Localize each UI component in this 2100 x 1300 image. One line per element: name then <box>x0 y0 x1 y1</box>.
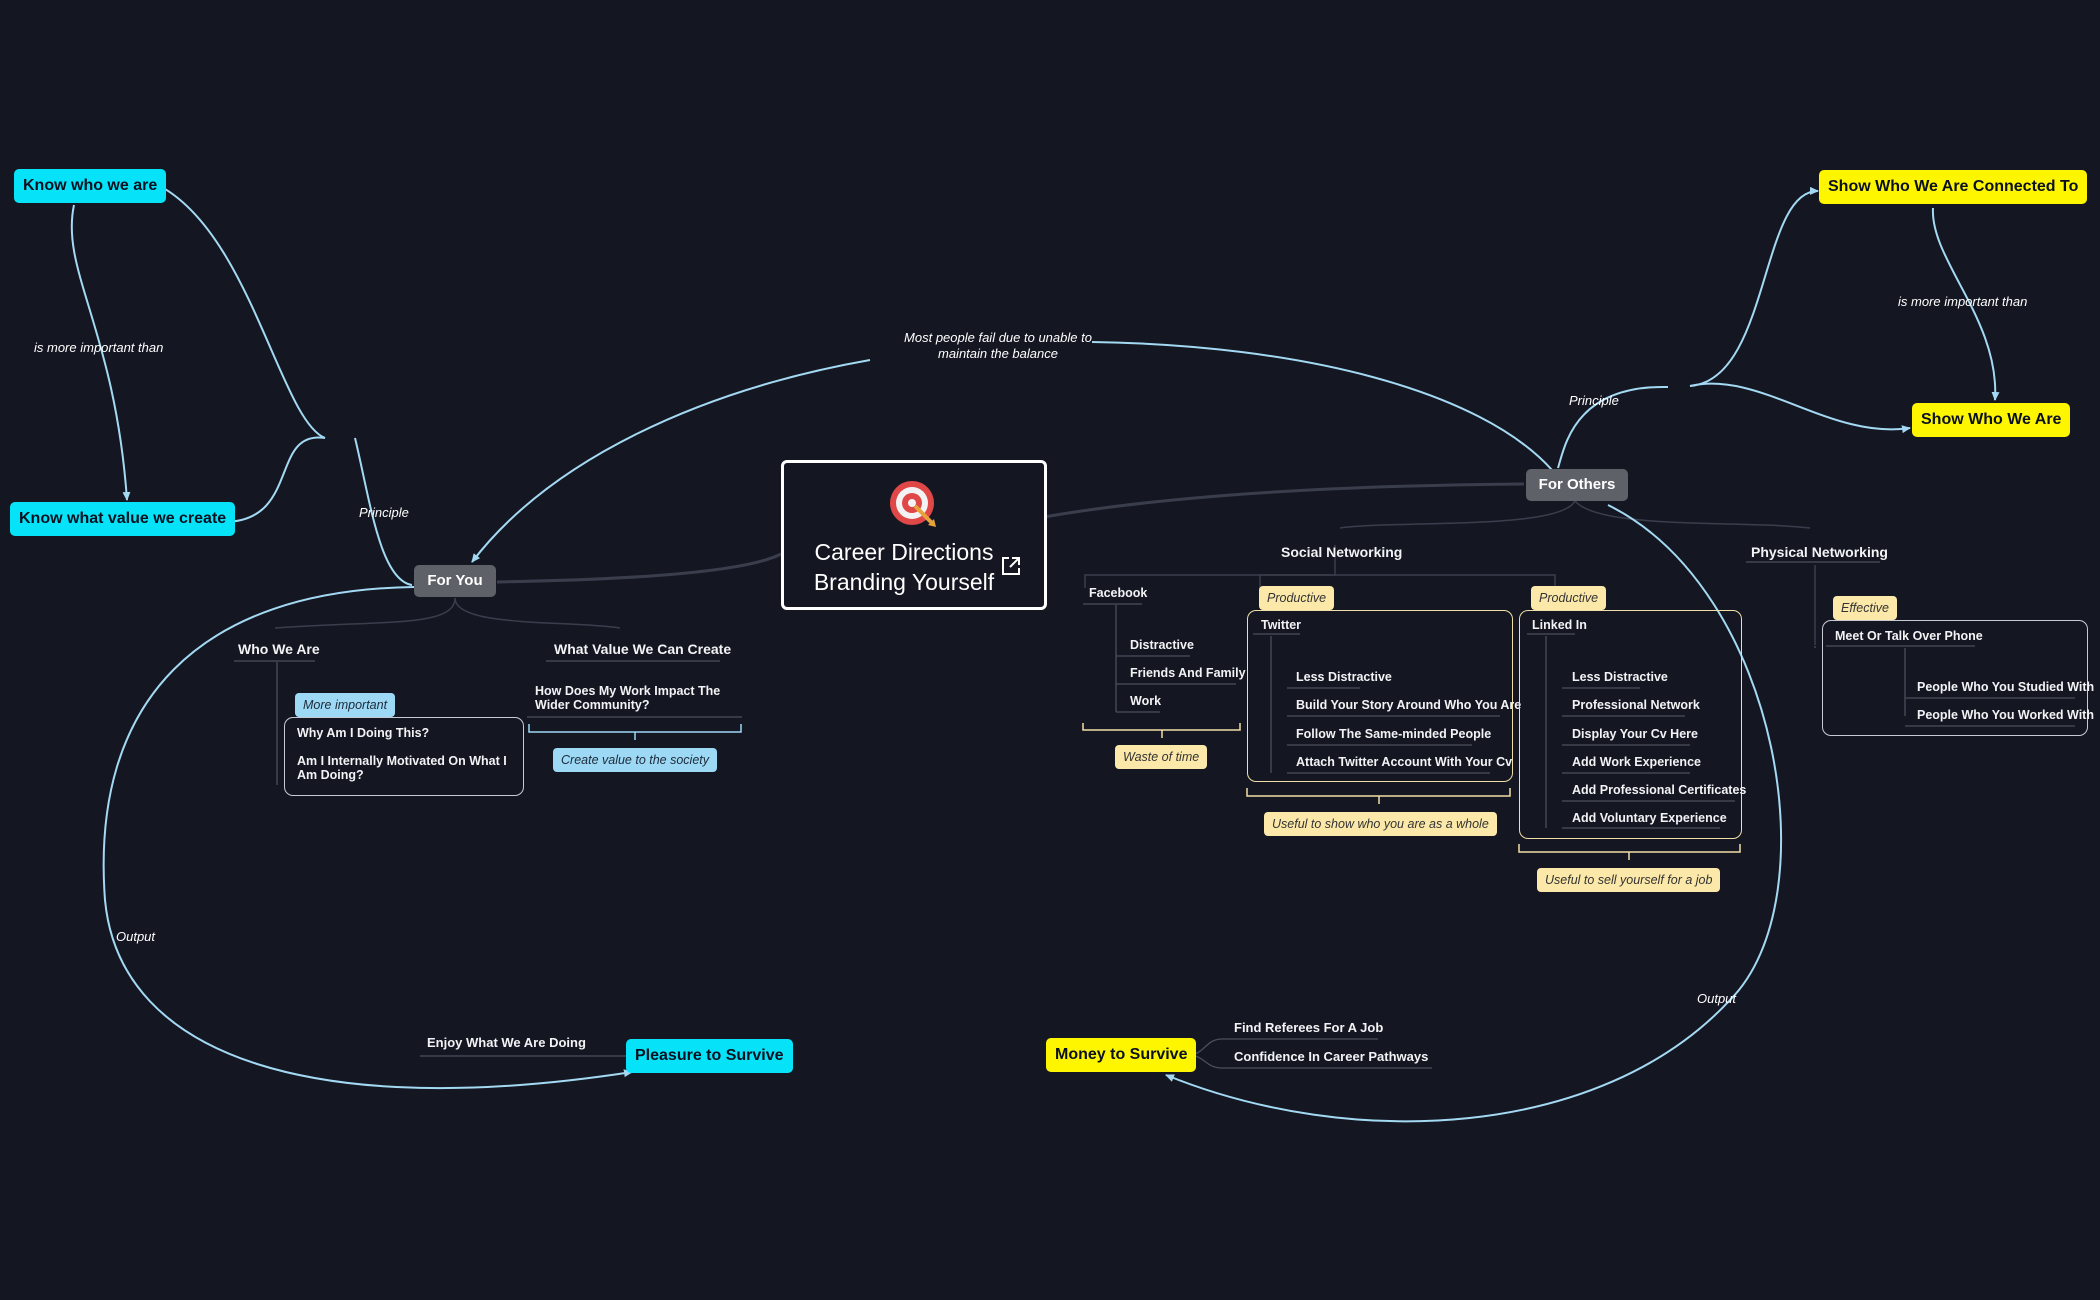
enjoy-item[interactable]: Enjoy What We Are Doing <box>427 1035 586 1050</box>
who-we-are-frame <box>284 717 524 796</box>
money-item-2[interactable]: Confidence In Career Pathways <box>1234 1049 1429 1064</box>
central-title: Career Directions Branding Yourself <box>784 537 1024 597</box>
external-link-icon[interactable] <box>1000 555 1022 577</box>
linkedin-summary-tag: Useful to sell yourself for a job <box>1537 868 1721 892</box>
who-item-1[interactable]: Why Am I Doing This? <box>297 726 430 740</box>
twitter-summary-tag: Useful to show who you are as a whole <box>1264 812 1497 836</box>
money-item-1[interactable]: Find Referees For A Job <box>1234 1020 1384 1035</box>
twitter-productive-tag: Productive <box>1259 586 1335 610</box>
relation-line1: Most people fail due to unable to <box>904 330 1092 345</box>
what-value-title: What Value We Can Create <box>554 641 732 657</box>
waste-of-time-tag: Waste of time <box>1115 745 1208 769</box>
more-important-label-left: is more important than <box>34 340 164 355</box>
principle-label-left: Principle <box>359 505 409 520</box>
show-connected-node[interactable]: Show Who We Are Connected To <box>1819 170 2088 204</box>
more-important-tag: More important <box>295 693 396 717</box>
for-you-node[interactable]: For You <box>414 565 496 597</box>
linkedin-item-4[interactable]: Add Work Experience <box>1572 755 1701 769</box>
facebook-item-2[interactable]: Friends And Family <box>1130 666 1246 680</box>
output-label-left: Output <box>116 929 156 944</box>
create-value-tag: Create value to the society <box>553 748 717 772</box>
relation-line2: maintain the balance <box>938 346 1058 361</box>
physical-sub-2[interactable]: People Who You Worked With <box>1917 708 2094 722</box>
more-important-label-right: is more important than <box>1898 294 2028 309</box>
facebook-item-1[interactable]: Distractive <box>1130 638 1194 652</box>
social-networking-title: Social Networking <box>1281 544 1403 560</box>
principle-label-right: Principle <box>1569 393 1619 408</box>
target-icon <box>890 481 936 527</box>
central-title-line1: Career Directions <box>814 539 994 565</box>
twitter-frame <box>1247 610 1513 782</box>
show-who-node[interactable]: Show Who We Are <box>1912 403 2071 437</box>
twitter-item-4[interactable]: Attach Twitter Account With Your Cv <box>1296 755 1513 769</box>
twitter-item-1[interactable]: Less Distractive <box>1296 670 1392 684</box>
facebook-item-3[interactable]: Work <box>1130 694 1162 708</box>
relation-label-top: Most people fail due to unable to mainta… <box>880 330 1116 362</box>
know-what-node[interactable]: Know what value we create <box>10 502 236 536</box>
linkedin-item-2[interactable]: Professional Network <box>1572 698 1700 712</box>
physical-networking-title: Physical Networking <box>1751 544 1888 560</box>
effective-tag: Effective <box>1833 596 1897 620</box>
twitter-item-2[interactable]: Build Your Story Around Who You Are <box>1296 698 1522 712</box>
linkedin-productive-tag: Productive <box>1531 586 1607 610</box>
physical-item[interactable]: Meet Or Talk Over Phone <box>1835 629 1983 643</box>
linkedin-item-5[interactable]: Add Professional Certificates <box>1572 783 1747 797</box>
twitter-title[interactable]: Twitter <box>1261 618 1302 632</box>
who-we-are-title: Who We Are <box>238 641 320 657</box>
facebook-title[interactable]: Facebook <box>1089 586 1148 600</box>
twitter-item-3[interactable]: Follow The Same-minded People <box>1296 727 1492 741</box>
central-title-line2: Branding Yourself <box>813 569 995 595</box>
know-who-node[interactable]: Know who we are <box>14 169 167 203</box>
for-others-node[interactable]: For Others <box>1526 469 1628 501</box>
physical-frame <box>1822 620 2088 736</box>
linkedin-title[interactable]: Linked In <box>1532 618 1587 632</box>
pleasure-node[interactable]: Pleasure to Survive <box>626 1039 793 1073</box>
linkedin-item-1[interactable]: Less Distractive <box>1572 670 1668 684</box>
what-value-item[interactable]: How Does My Work Impact The Wider Commun… <box>535 684 721 712</box>
linkedin-item-6[interactable]: Add Voluntary Experience <box>1572 811 1727 825</box>
output-label-right: Output <box>1697 991 1737 1006</box>
central-topic[interactable]: Career Directions Branding Yourself <box>781 460 1047 610</box>
linkedin-frame <box>1519 610 1742 839</box>
who-item-2[interactable]: Am I Internally Motivated On What I Am D… <box>297 754 507 782</box>
money-node[interactable]: Money to Survive <box>1046 1038 1197 1072</box>
linkedin-item-3[interactable]: Display Your Cv Here <box>1572 727 1698 741</box>
physical-sub-1[interactable]: People Who You Studied With <box>1917 680 2095 694</box>
